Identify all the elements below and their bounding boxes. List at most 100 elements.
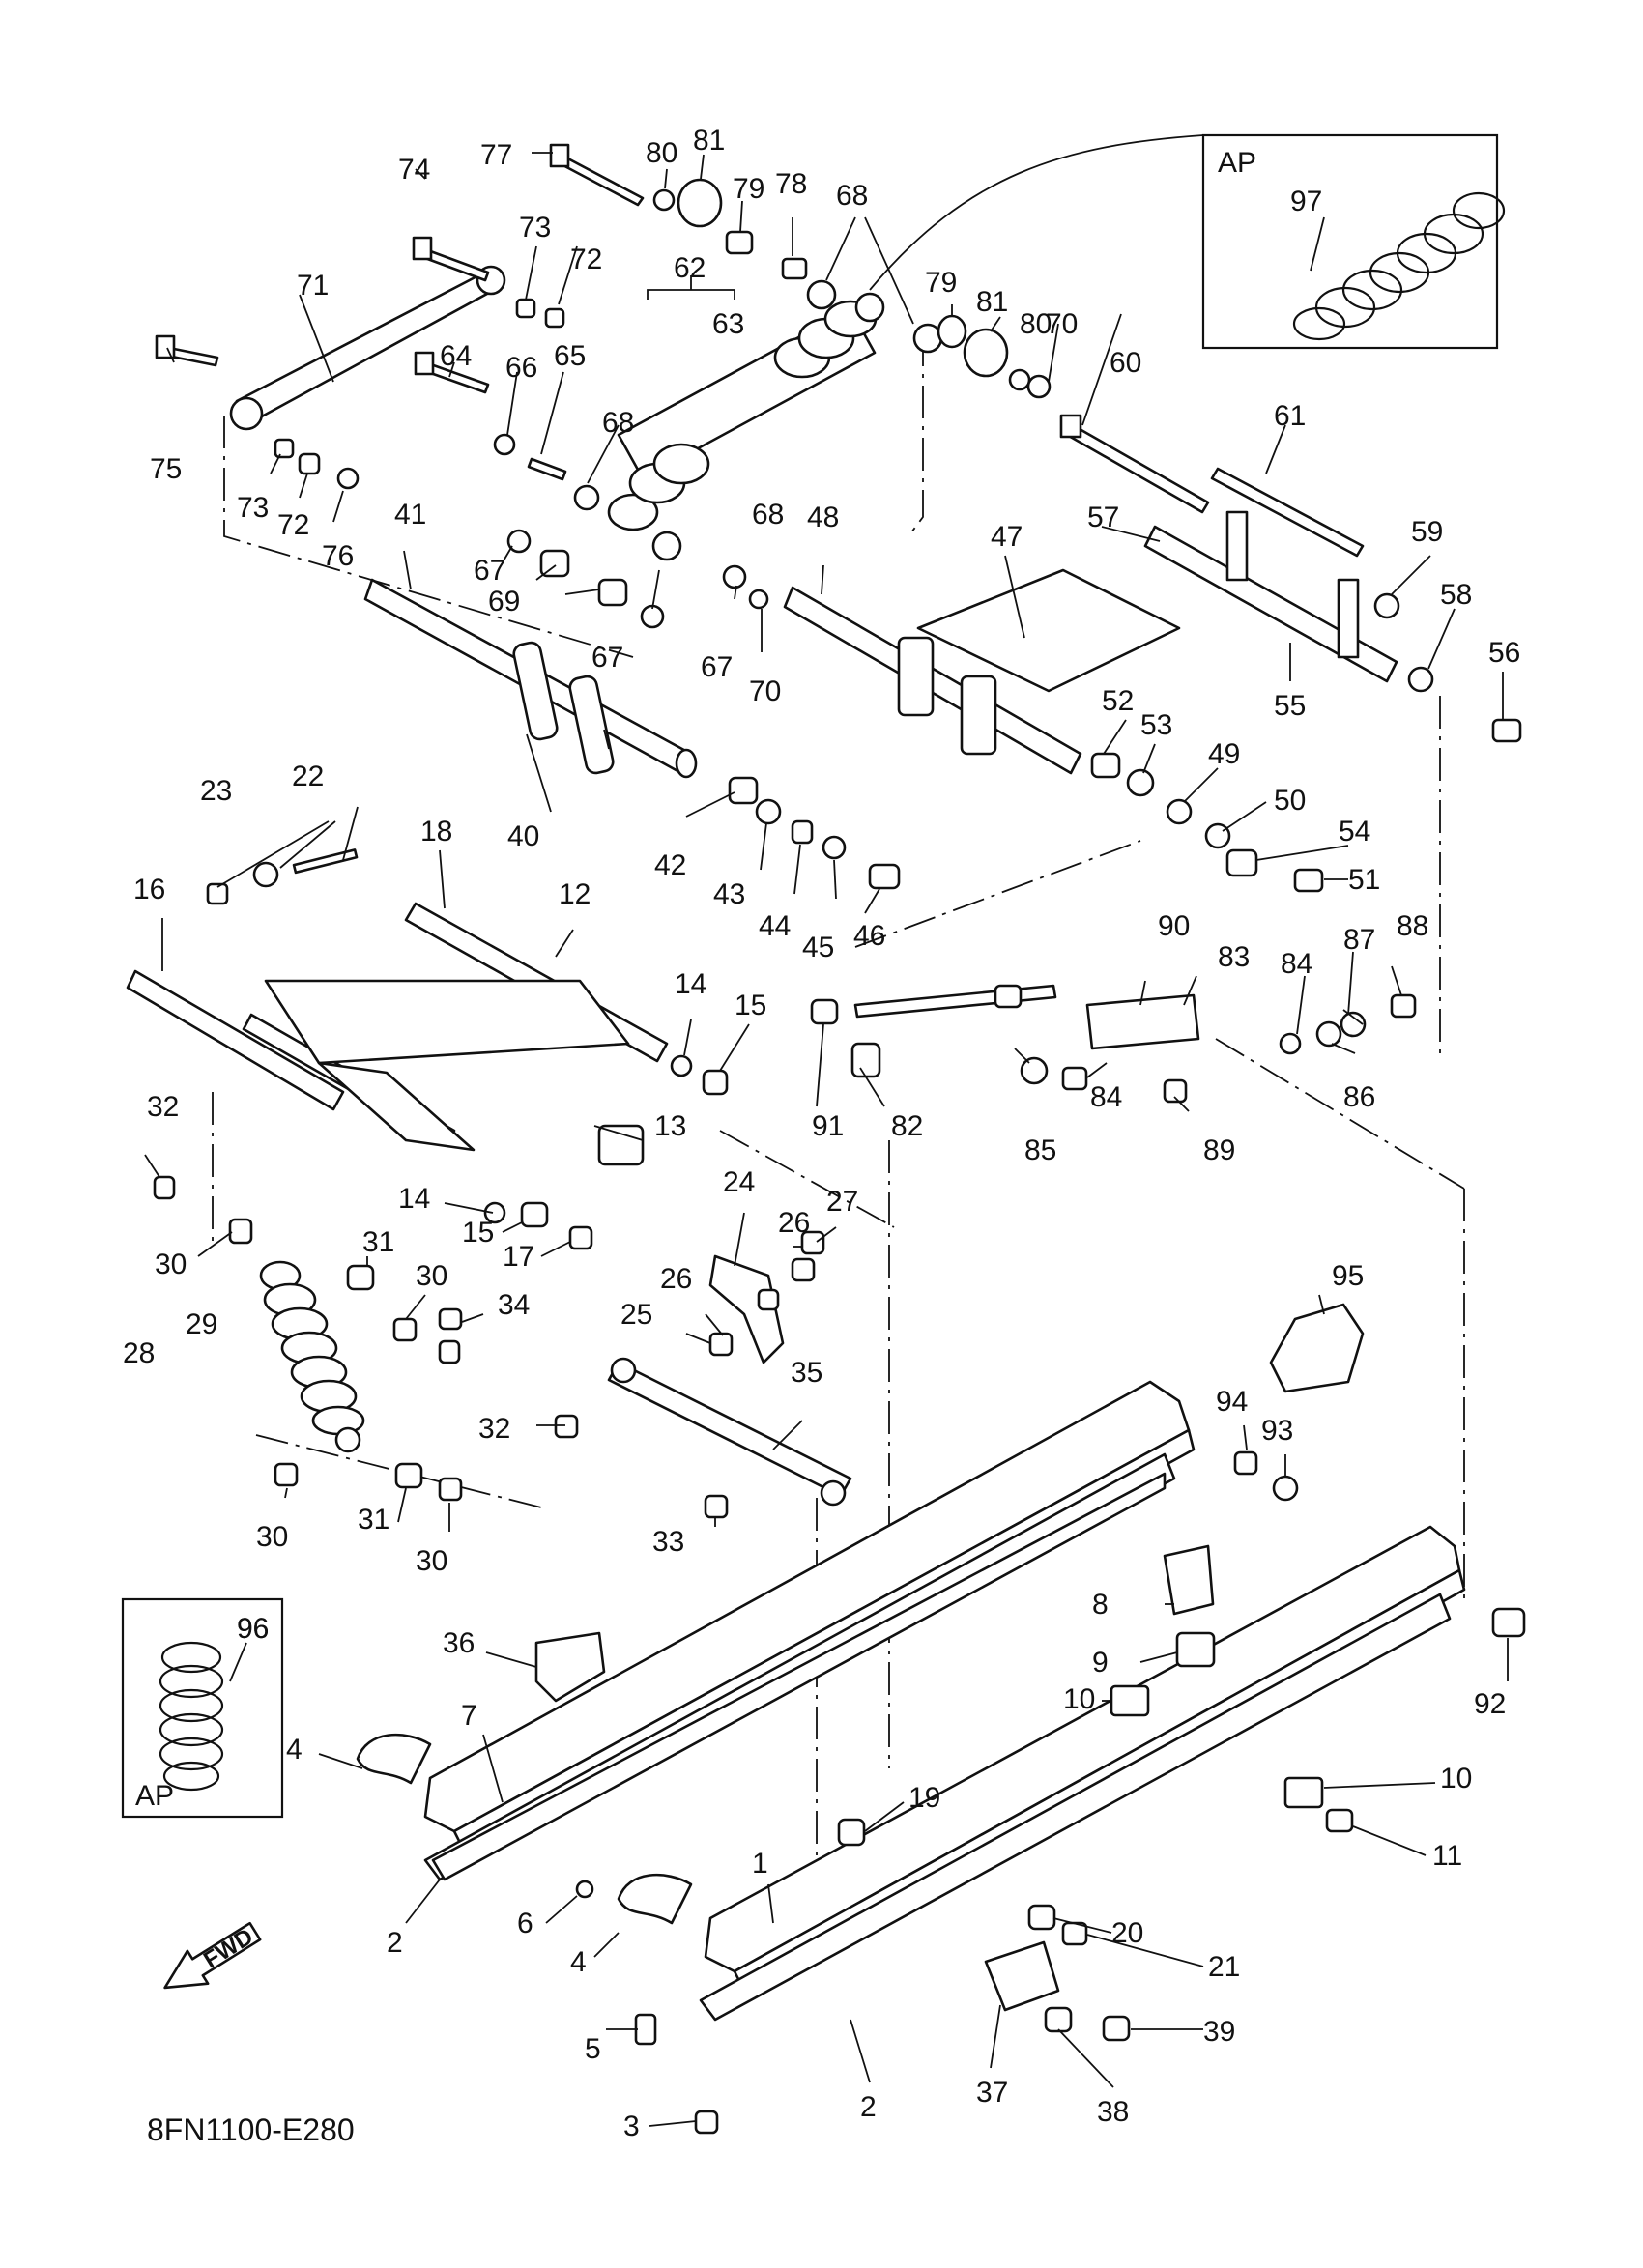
callout-38: 38 — [1097, 2096, 1129, 2128]
callout-39: 39 — [1203, 2016, 1235, 2048]
callout-55: 55 — [1274, 690, 1306, 722]
callout-40: 40 — [507, 820, 539, 852]
pin-61 — [1210, 467, 1365, 558]
callout-48: 48 — [807, 502, 839, 533]
callout-84: 84 — [1281, 948, 1312, 980]
plate-10b — [1283, 1776, 1324, 1809]
callout-81: 81 — [693, 125, 725, 157]
front-shock-absorber — [259, 1260, 365, 1453]
callout-79b: 79 — [925, 267, 957, 299]
callout-67c: 67 — [701, 651, 733, 683]
stopper-9 — [1175, 1631, 1216, 1668]
callout-28: 28 — [123, 1337, 155, 1369]
callout-26: 26 — [778, 1207, 810, 1239]
callout-57: 57 — [1087, 502, 1119, 533]
bracket-36 — [534, 1631, 606, 1703]
callout-30d: 30 — [416, 1545, 447, 1577]
rear-arm-shaft — [783, 568, 1181, 775]
callout-11: 11 — [1432, 1840, 1462, 1872]
callout-43: 43 — [713, 878, 745, 910]
callout-58: 58 — [1440, 579, 1472, 611]
callout-51: 51 — [1348, 864, 1380, 896]
leader-lines — [144, 152, 1509, 2127]
callout-26b: 26 — [660, 1263, 692, 1295]
callout-60: 60 — [1110, 347, 1141, 379]
callout-42: 42 — [654, 849, 686, 881]
lower-arm-35 — [607, 1357, 852, 1507]
callout-89: 89 — [1203, 1134, 1235, 1166]
callout-88: 88 — [1397, 910, 1428, 942]
callout-10: 10 — [1063, 1683, 1095, 1715]
callout-83: 83 — [1218, 941, 1250, 973]
callout-64: 64 — [440, 340, 472, 372]
callout-77: 77 — [480, 139, 512, 171]
front-arm-shaft — [363, 578, 698, 779]
callout-37: 37 — [976, 2077, 1008, 2109]
spring-icon — [159, 1641, 224, 1792]
callout-56: 56 — [1488, 637, 1520, 669]
callout-73: 73 — [519, 212, 551, 244]
callout-46: 46 — [853, 920, 885, 952]
callout-68b: 68 — [602, 407, 634, 439]
callout-16: 16 — [133, 874, 165, 905]
hardware — [153, 143, 1526, 2135]
callout-19: 19 — [908, 1782, 940, 1814]
callout-31b: 31 — [358, 1504, 389, 1536]
callout-3: 3 — [623, 2110, 640, 2142]
callout-21: 21 — [1208, 1951, 1240, 1983]
callout-78: 78 — [775, 168, 807, 200]
callout-33: 33 — [652, 1526, 684, 1558]
callout-17: 17 — [503, 1241, 534, 1273]
callout-36: 36 — [443, 1627, 475, 1659]
callout-6: 6 — [517, 1908, 533, 1939]
callout-68c: 68 — [752, 499, 784, 531]
callout-73b: 73 — [237, 492, 269, 524]
callout-13: 13 — [654, 1110, 686, 1142]
callout-75: 75 — [150, 453, 182, 485]
callout-71: 71 — [297, 270, 329, 301]
callout-85: 85 — [1024, 1134, 1056, 1166]
front-frame — [126, 902, 669, 1152]
callout-80: 80 — [646, 137, 677, 169]
callout-29: 29 — [186, 1308, 217, 1340]
spring-icon — [1292, 191, 1506, 341]
callout-93: 93 — [1261, 1415, 1293, 1447]
callout-84b: 84 — [1090, 1081, 1122, 1113]
callout-4: 4 — [286, 1734, 303, 1766]
callout-14b: 14 — [398, 1183, 430, 1215]
callout-65: 65 — [554, 340, 586, 372]
callout-41: 41 — [394, 499, 426, 531]
callout-70: 70 — [749, 675, 781, 707]
wear-strip-left — [431, 1472, 1167, 1881]
callout-5: 5 — [585, 2033, 601, 2065]
callout-30b: 30 — [416, 1260, 447, 1292]
callout-12: 12 — [559, 878, 591, 910]
callout-80b: 80 — [1020, 308, 1052, 340]
callout-9: 9 — [1092, 1647, 1109, 1679]
callout-15b: 15 — [462, 1217, 494, 1249]
callout-31: 31 — [362, 1226, 394, 1258]
callout-87: 87 — [1343, 924, 1375, 956]
callout-90: 90 — [1158, 910, 1190, 942]
callout-67b: 67 — [591, 642, 623, 674]
callout-67: 67 — [474, 555, 505, 587]
inset-bottom-label: AP — [135, 1780, 174, 1812]
callout-18: 18 — [420, 816, 452, 847]
callout-82: 82 — [891, 1110, 923, 1142]
callout-4b: 4 — [570, 1946, 587, 1978]
callout-22: 22 — [292, 761, 324, 792]
callout-27: 27 — [826, 1186, 858, 1218]
rear-axle — [1143, 510, 1398, 683]
inset-bottom-box: AP 96 — [121, 1597, 284, 1819]
callout-14: 14 — [675, 968, 706, 1000]
callout-labels: 74 77 80 81 79 78 68 73 72 62 71 63 64 6… — [123, 125, 1520, 2142]
upper-link-rod — [229, 265, 506, 431]
callout-68: 68 — [836, 180, 868, 212]
inset-top-label: AP — [1218, 147, 1256, 179]
callout-35: 35 — [791, 1357, 822, 1389]
callout-95: 95 — [1332, 1260, 1364, 1292]
callout-79: 79 — [733, 173, 764, 205]
callout-7: 7 — [461, 1700, 477, 1732]
callout-74: 74 — [398, 154, 430, 186]
